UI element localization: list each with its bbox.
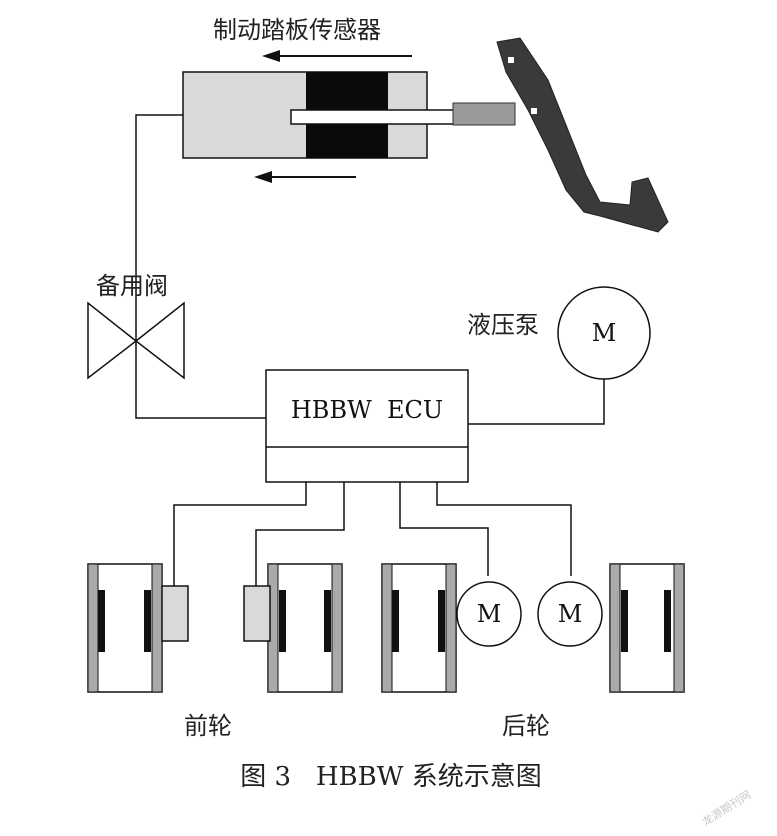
wheel-wires [173,482,572,586]
wheel-rear-2 [609,563,685,693]
actuator [161,585,189,642]
wheel-rear-1 [381,563,457,693]
hbbw-ecu: HBBW ECU [265,369,469,483]
arrow-top [262,50,412,62]
backup-valve-label: 备用阀 [96,272,168,300]
rod-connector [452,102,516,126]
wheel-front-2 [243,563,343,693]
pedal-sensor-label: 制动踏板传感器 [213,16,381,44]
ecu-label: HBBW ECU [291,396,443,424]
front-wheel-label: 前轮 [184,712,232,740]
pump-line [468,379,605,425]
rear-motor-2: M [537,581,603,647]
pedal-sensor-cylinder [182,71,516,159]
wheel-front-1 [87,563,189,693]
figure-caption: 图 3 HBBW 系统示意图 [240,762,541,792]
svg-text:M: M [592,319,617,347]
watermark: 龙源期刊网 [699,788,753,829]
push-rod [290,109,456,125]
svg-text:M: M [477,600,502,628]
actuator [243,585,271,642]
rear-wheel-label: 后轮 [502,712,550,740]
svg-text:M: M [558,600,583,628]
backup-valve-symbol [87,301,185,380]
pump-motor: M [557,286,651,380]
hydraulic-line [135,114,266,419]
brake-pedal [496,37,669,233]
arrow-bottom [254,171,356,183]
rear-motor-1: M [456,581,522,647]
hydraulic-pump-label: 液压泵 [467,311,539,339]
